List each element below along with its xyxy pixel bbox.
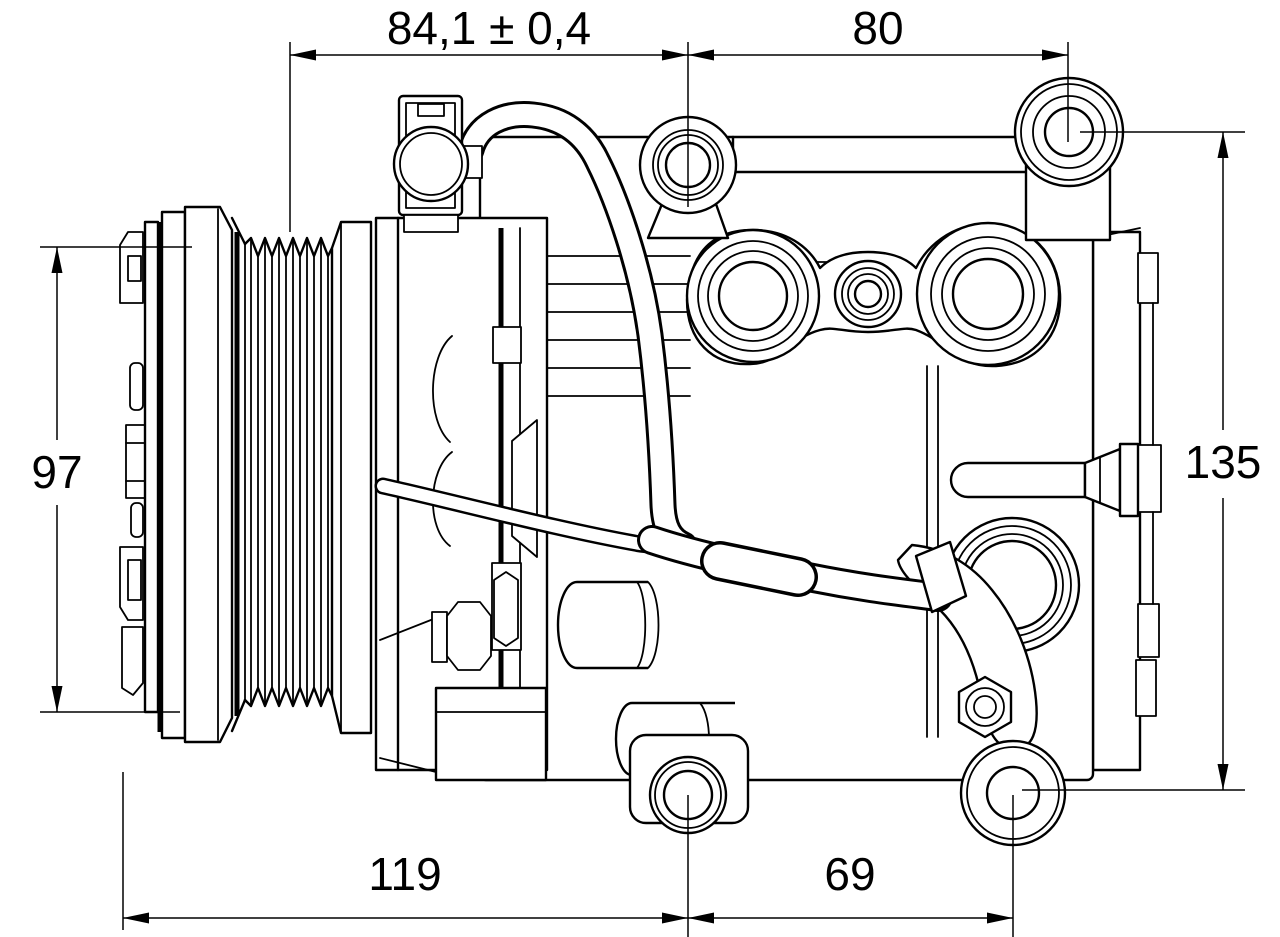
pulley-rib-band	[230, 216, 334, 733]
clutch-connector	[392, 94, 483, 233]
port-boss-center	[833, 259, 903, 329]
dimension-label-left: 97	[31, 446, 82, 498]
front-foot	[434, 686, 548, 782]
dimension-right: 135	[1022, 131, 1262, 791]
dimension-label-bottom-right: 69	[824, 848, 875, 900]
discharge-port-boss-cluster	[685, 221, 1062, 368]
hub-plate-front	[143, 220, 160, 714]
dimension-label-bottom-left: 119	[368, 848, 441, 900]
pulley-rear-rim	[330, 220, 373, 735]
clutch-pulley-assembly	[119, 205, 373, 744]
port-boss-right	[915, 221, 1061, 367]
dimension-top-right: 80	[688, 2, 1069, 142]
mount-stud	[949, 442, 1140, 518]
dimension-top-left: 84,1 ± 0,4	[289, 2, 689, 232]
hub-plate-rear	[160, 210, 187, 740]
front-hex-boss	[446, 601, 492, 671]
harness-clamp	[914, 540, 968, 614]
coil-curve	[432, 335, 453, 443]
side-tube-upper	[556, 580, 660, 670]
mount-ear-top-right	[1013, 76, 1125, 242]
mount-ear-bottom-center	[628, 733, 750, 835]
dimension-label-top-right: 80	[852, 2, 903, 54]
dimension-bottom-left: 119	[122, 772, 689, 937]
dimension-bottom-right: 69	[688, 795, 1014, 937]
wire-harness	[374, 101, 968, 614]
port-boss-left	[685, 228, 821, 364]
dimension-left: 97	[31, 246, 192, 713]
pulley-front-flange	[183, 205, 234, 744]
dimension-label-right: 135	[1185, 436, 1262, 488]
rear-hex-bolt	[957, 675, 1013, 739]
mount-ear-bottom-right	[959, 739, 1067, 847]
dimension-label-top-left: 84,1 ± 0,4	[387, 2, 591, 54]
